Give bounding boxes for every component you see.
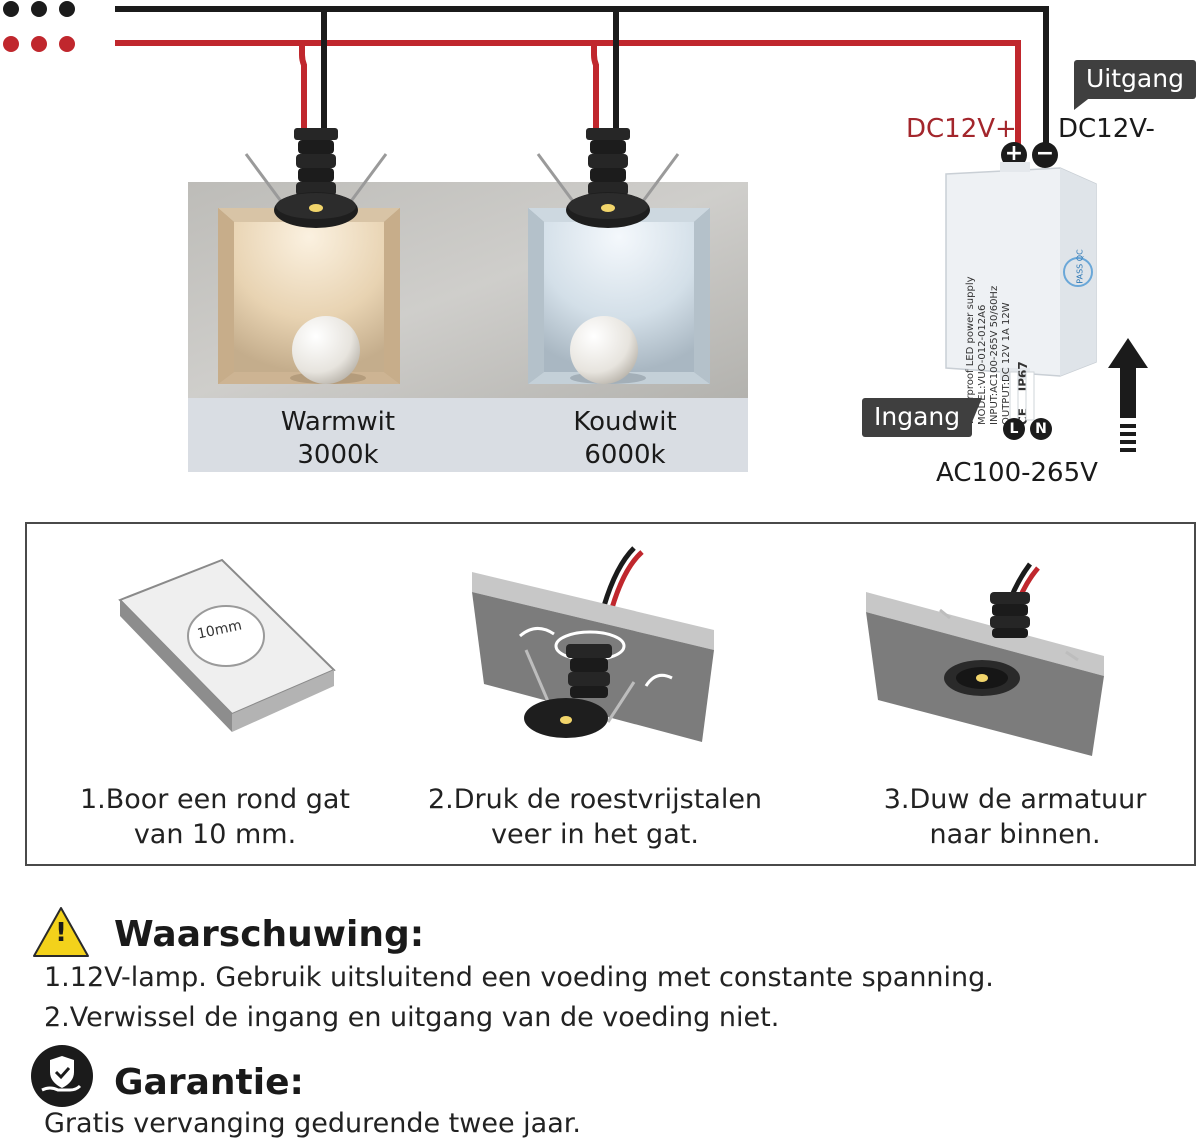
step3-push-fixture: [866, 562, 1104, 756]
warning-icon: [33, 907, 89, 957]
step-line: van 10 mm.: [133, 819, 297, 850]
minus-terminal-icon: −: [1032, 142, 1058, 168]
cold-niche: [528, 208, 710, 384]
supply-line: Waterproof LED power supply: [965, 276, 976, 425]
input-tag: Ingang: [862, 398, 973, 437]
continuation-dots-black: [3, 1, 75, 17]
positive-wire: [115, 40, 1021, 150]
dc-minus-label: DC12V-: [1058, 114, 1155, 144]
step3-caption: 3.Duw de armatuur naar binnen.: [840, 782, 1190, 852]
step-line: veer in het gat.: [491, 819, 699, 850]
step1-caption: 1.Boor een rond gat van 10 mm.: [40, 782, 390, 852]
step2-insert-spring: [472, 546, 714, 742]
neutral-terminal-icon: N: [1030, 418, 1052, 440]
lamp2-red-drop: [591, 43, 599, 130]
step-line: 1.Boor een rond gat: [79, 784, 351, 815]
warranty-title: Garantie:: [114, 1062, 304, 1103]
lamp-temp: 6000k: [584, 440, 666, 470]
warranty-text: Gratis vervanging gedurende twee jaar.: [44, 1108, 581, 1139]
step-line: 3.Duw de armatuur: [883, 784, 1147, 815]
step-line: naar binnen.: [929, 819, 1101, 850]
live-terminal-icon: L: [1003, 418, 1025, 440]
warranty-shield-icon: [31, 1045, 93, 1107]
output-tag-pointer: [1074, 96, 1092, 110]
negative-wire: [115, 6, 1049, 150]
power-supply-box: [945, 162, 1097, 380]
installation-steps: [25, 522, 1196, 866]
pass-qc-badge: PASS QC: [1075, 249, 1085, 284]
white-ball: [292, 316, 360, 384]
step1-drilled-plate: [118, 558, 336, 732]
lamp-name: Koudwit: [573, 407, 677, 437]
warning-line: 2.Verwissel de ingang en uitgang van de …: [44, 1002, 780, 1033]
label-strip: [188, 398, 748, 472]
lamp-temp: 3000k: [297, 440, 379, 470]
input-tag-pointer: [968, 398, 982, 432]
lamp-label-cold: Koudwit 6000k: [525, 406, 725, 472]
arrow-up-icon: [1108, 338, 1148, 452]
dc-plus-label: DC12V+: [906, 114, 1017, 144]
step2-caption: 2.Druk de roestvrijstalen veer in het ga…: [405, 782, 785, 852]
lamp-label-warm: Warmwit 3000k: [238, 406, 438, 472]
warning-line: 1.12V-lamp. Gebruik uitsluitend een voed…: [44, 962, 994, 993]
lamp-fixture-warm: [244, 128, 388, 228]
continuation-dots-red: [3, 36, 75, 52]
supply-line: MODEL:VUO-012-012A6: [977, 304, 988, 425]
warning-title: Waarschuwing:: [114, 914, 425, 955]
output-tag: Uitgang: [1074, 60, 1196, 99]
lamp1-red-drop: [299, 43, 307, 130]
white-ball: [570, 316, 638, 384]
ac-input-label: AC100-265V: [936, 458, 1098, 488]
wiring-diagram: [3, 1, 1049, 150]
lamp-fixture-cold: [536, 128, 680, 228]
lamp-name: Warmwit: [280, 407, 396, 437]
step-line: 2.Druk de roestvrijstalen: [427, 784, 763, 815]
warning-exclamation: !: [55, 918, 67, 948]
